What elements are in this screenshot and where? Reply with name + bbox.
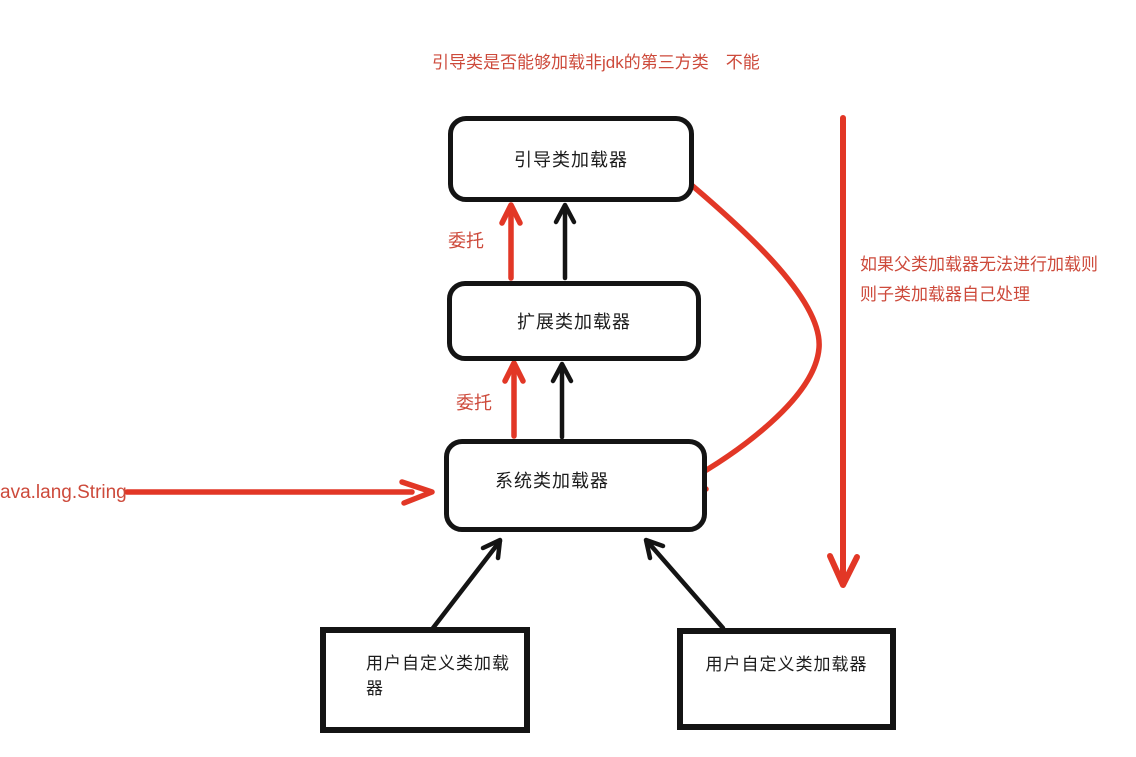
extension-loader-box: 扩展类加载器 [447, 281, 701, 361]
system-loader-box: 系统类加载器 [444, 439, 707, 532]
bootstrap-loader-box: 引导类加载器 [448, 116, 694, 202]
top-question-note: 引导类是否能够加载非jdk的第三方类 不能 [432, 48, 760, 73]
user-loader-box-left: 用户自定义类加载器 [320, 627, 530, 733]
bootstrap-loader-label: 引导类加载器 [514, 150, 628, 170]
fallback-note: 如果父类加载器无法进行加载则 则子类加载器自己处理 [860, 250, 1098, 310]
user-loader-right-label: 用户自定义类加载器 [705, 655, 868, 674]
black-arrow-userright-to-system [643, 537, 726, 631]
red-vertical-arrow [827, 115, 860, 588]
black-arrow-system-to-extension [550, 361, 574, 440]
fallback-note-line1: 如果父类加载器无法进行加载则 [860, 255, 1098, 274]
top-question-text: 引导类是否能够加载非jdk的第三方类 [432, 53, 709, 72]
system-loader-label: 系统类加载器 [495, 470, 609, 491]
delegate-label-1: 委托 [448, 231, 484, 251]
fallback-note-line2: 则子类加载器自己处理 [860, 285, 1030, 304]
black-arrow-extension-to-bootstrap [553, 202, 577, 281]
classname-label: ava.lang.String [0, 482, 127, 503]
black-arrow-userleft-to-system [430, 537, 503, 631]
user-loader-left-label: 用户自定义类加载器 [366, 654, 510, 698]
red-delegate-arrow-1 [499, 202, 523, 281]
delegate-label-2: 委托 [456, 393, 492, 413]
top-answer-text: 不能 [725, 53, 760, 72]
red-classname-arrow [124, 479, 435, 506]
user-loader-box-right: 用户自定义类加载器 [677, 628, 896, 730]
red-delegate-arrow-2 [502, 360, 526, 439]
extension-loader-label: 扩展类加载器 [517, 312, 631, 332]
